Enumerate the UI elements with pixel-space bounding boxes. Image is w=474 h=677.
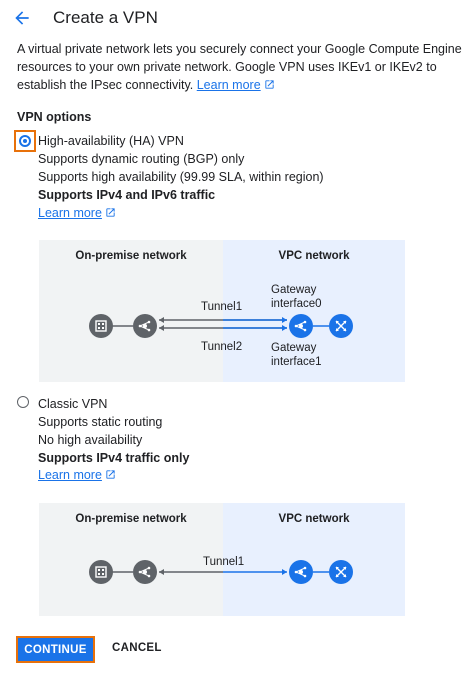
- intro-description: A virtual private network lets you secur…: [17, 42, 462, 92]
- vpc-gateway-icon: [289, 560, 313, 584]
- cancel-button[interactable]: CANCEL: [112, 642, 162, 654]
- tunnel2-label: Tunnel2: [201, 341, 243, 353]
- intro-text: A virtual private network lets you secur…: [17, 40, 469, 94]
- tunnel1-label: Tunnel1: [201, 301, 243, 313]
- intro-learn-more-link[interactable]: Learn more: [196, 78, 261, 92]
- ha-feature-1: Supports dynamic routing (BGP) only: [38, 152, 245, 166]
- on-premise-title: On-premise network: [75, 513, 187, 525]
- classic-learn-more-link[interactable]: Learn more: [38, 468, 102, 482]
- radio-selected-indicator: [19, 135, 31, 147]
- ha-feature-3: Supports IPv4 and IPv6 traffic: [38, 188, 216, 202]
- on-premise-region: [39, 240, 223, 382]
- classic-feature-2: No high availability: [38, 433, 143, 447]
- classic-vpn-label: Classic VPN: [38, 397, 108, 411]
- classic-learn-more: Learn more: [38, 468, 116, 482]
- classic-feature-3: Supports IPv4 traffic only: [38, 451, 190, 465]
- vpc-gateway-icon: [289, 314, 313, 338]
- vpc-router-icon: [329, 560, 353, 584]
- external-link-icon: [265, 80, 274, 89]
- tunnel-lines: [111, 317, 329, 331]
- ha-learn-more: Learn more: [38, 206, 116, 220]
- tunnel-lines: [111, 569, 329, 575]
- back-arrow-icon[interactable]: [12, 8, 32, 28]
- vpc-title: VPC network: [278, 250, 350, 262]
- on-premise-building-icon: [89, 560, 113, 584]
- on-premise-gateway-icon: [133, 560, 157, 584]
- external-link-icon: [106, 208, 115, 217]
- continue-button[interactable]: CONTINUE: [16, 636, 95, 663]
- ha-vpn-diagram: On-premise network VPC network Tunnel1 T…: [39, 240, 405, 382]
- ha-vpn-label: High-availability (HA) VPN: [38, 134, 184, 148]
- vpc-region: [223, 240, 405, 382]
- vpc-router-icon: [329, 314, 353, 338]
- gateway-interface1-label: Gateway interface1: [271, 342, 322, 368]
- on-premise-title: On-premise network: [75, 250, 187, 262]
- vpc-title: VPC network: [278, 513, 350, 525]
- classic-vpn-diagram: On-premise network VPC network Tunnel1: [39, 503, 405, 616]
- on-premise-gateway-icon: [133, 314, 157, 338]
- vpn-options-heading: VPN options: [17, 110, 92, 124]
- tunnel1-label: Tunnel1: [203, 556, 245, 568]
- vpc-region: [223, 503, 405, 616]
- gateway-interface0-label: Gateway interface0: [271, 284, 322, 310]
- ha-feature-2: Supports high availability (99.99 SLA, w…: [38, 170, 324, 184]
- ha-learn-more-link[interactable]: Learn more: [38, 206, 102, 220]
- ha-vpn-radio[interactable]: [14, 130, 36, 152]
- external-link-icon: [106, 470, 115, 479]
- page-header: Create a VPN: [0, 0, 474, 36]
- page-title: Create a VPN: [53, 8, 158, 27]
- classic-vpn-radio[interactable]: [14, 393, 36, 415]
- classic-feature-1: Supports static routing: [38, 415, 163, 429]
- on-premise-region: [39, 503, 223, 616]
- on-premise-building-icon: [89, 314, 113, 338]
- radio-unselected-indicator: [17, 396, 29, 408]
